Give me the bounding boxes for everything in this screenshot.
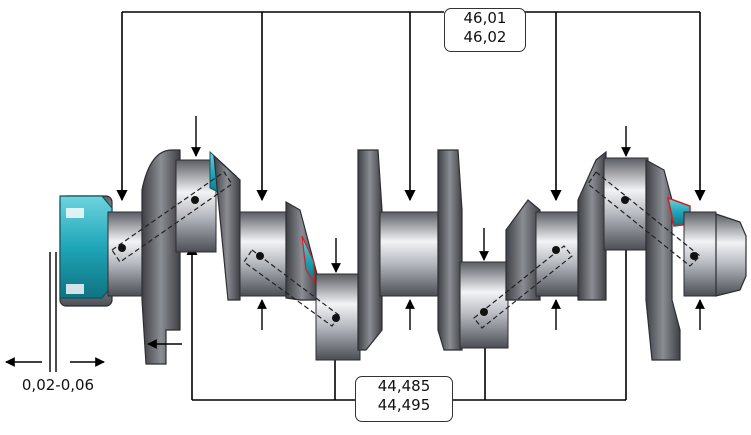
rod-journal-min: 44,485: [377, 377, 431, 395]
rod-journal-4: [603, 157, 649, 251]
crank-web-3: [285, 200, 319, 301]
crank-web-7: [577, 150, 607, 301]
oil-hole-dots: [118, 196, 698, 322]
crank-web-4: [357, 149, 383, 351]
oil-passages: [111, 171, 701, 329]
rod-journal-dimension-lines: [186, 238, 632, 401]
crank-web-5: [437, 149, 463, 351]
rod-journal-3: [459, 261, 509, 349]
crank-web-1: [141, 149, 181, 365]
rod-journal-max: 44,495: [377, 396, 431, 414]
crank-web-8: [645, 158, 681, 361]
end-play-label: 0,02-0,06: [21, 376, 95, 394]
main-journal-diameter-label: 46,01 46,02: [444, 8, 526, 52]
main-journal-3: [379, 211, 439, 297]
main-journal-dimension-lines: [116, 11, 706, 202]
main-journal-4: [535, 211, 579, 297]
crank-web-6: [505, 199, 541, 301]
end-play-indicator: [5, 252, 105, 372]
main-journal-min: 46,01: [463, 9, 507, 27]
main-journal-max: 46,02: [463, 28, 507, 46]
main-journal-5: [683, 211, 717, 297]
main-journal-1: [107, 211, 143, 297]
crank-web-2: [213, 154, 241, 301]
rod-journal-1: [175, 159, 217, 253]
measurement-arrows: [147, 116, 705, 349]
rod-journal-diameter-label: 44,485 44,495: [355, 376, 453, 422]
rear-flange: [715, 213, 747, 297]
crankshaft-body: [59, 149, 747, 365]
